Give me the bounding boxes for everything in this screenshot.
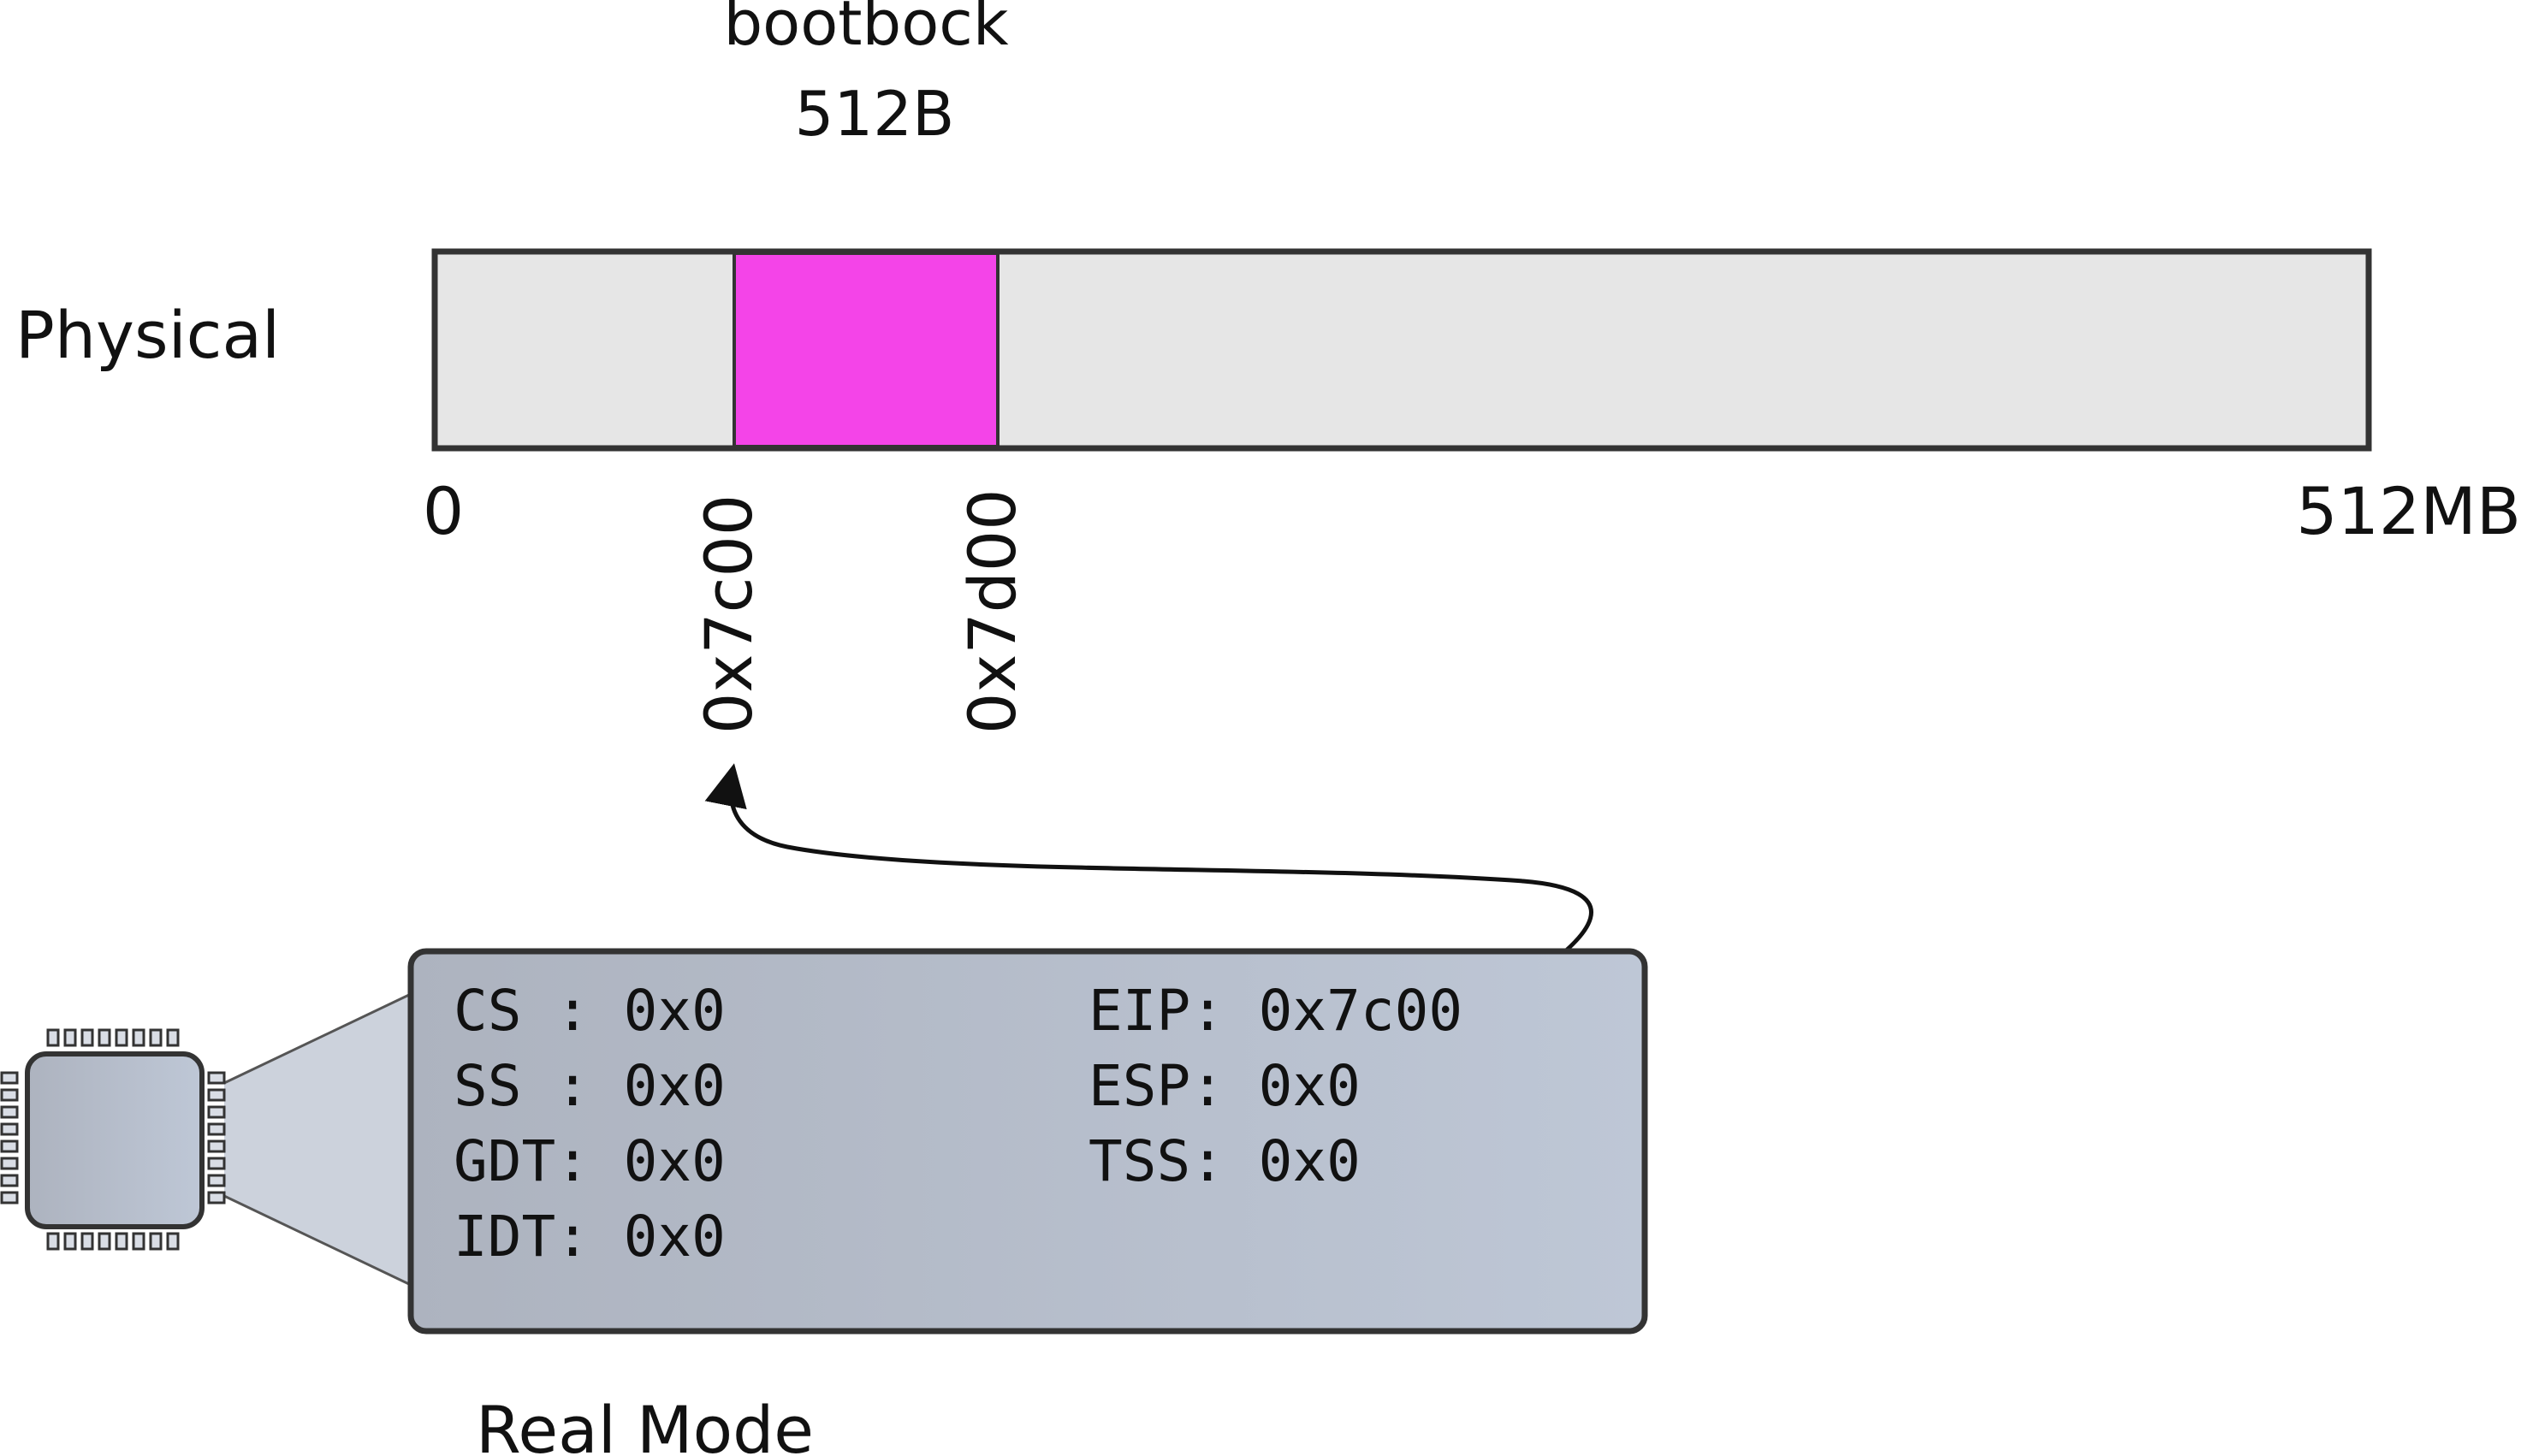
address-start-label: 0	[423, 473, 464, 549]
bootblock-region	[733, 252, 1000, 448]
cpu-mode-label: Real Mode	[476, 1392, 814, 1456]
address-region-start-label: 0x7c00	[691, 494, 767, 734]
register-ss: SS : 0x0	[454, 1053, 726, 1119]
eip-jump-arrow	[704, 763, 1593, 1002]
cpu-chip-icon	[0, 1028, 226, 1251]
register-gdt: GDT: 0x0	[454, 1128, 726, 1194]
physical-row-label: Physical	[15, 297, 280, 373]
physical-memory-bar	[431, 248, 2372, 452]
register-esp: ESP: 0x0	[1088, 1053, 1361, 1119]
zoom-projection	[224, 996, 409, 1283]
register-cs: CS : 0x0	[454, 978, 726, 1044]
register-tss: TSS: 0x0	[1088, 1128, 1361, 1194]
register-idt: IDT: 0x0	[454, 1204, 726, 1270]
cpu-register-panel	[407, 948, 1648, 1335]
register-eip: EIP: 0x7c00	[1088, 978, 1462, 1044]
region-label-size: 512B	[795, 78, 955, 150]
address-region-end-label: 0x7d00	[954, 488, 1030, 734]
region-label-name: bootbock	[723, 0, 1008, 59]
address-end-label: 512MB	[2296, 473, 2521, 549]
